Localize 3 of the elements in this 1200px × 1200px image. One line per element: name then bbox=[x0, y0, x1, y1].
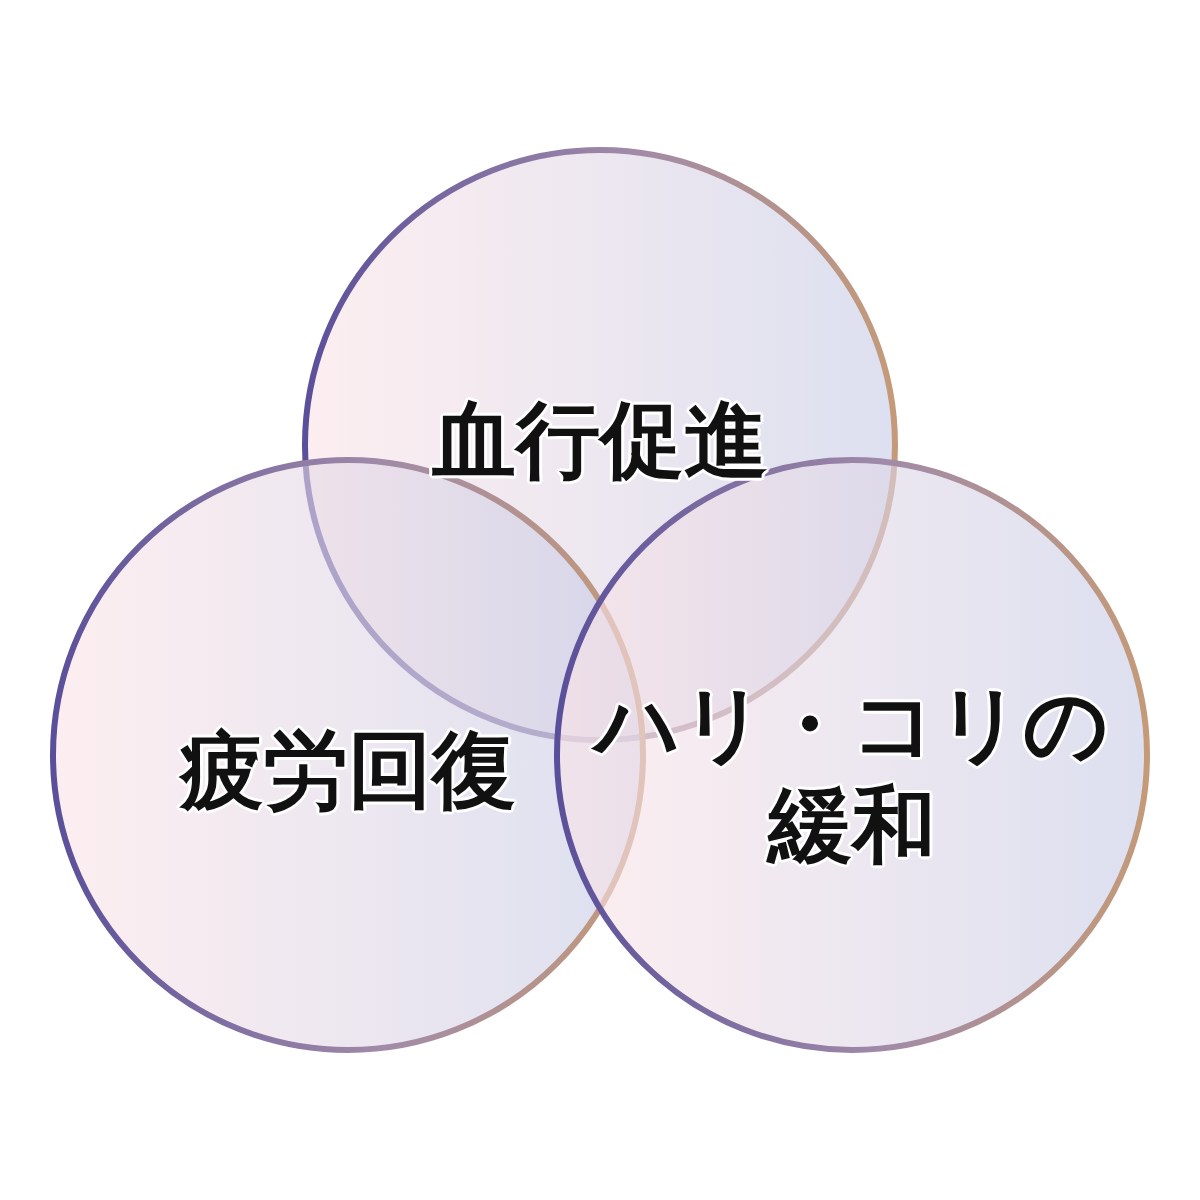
circle-label: 血行促進 bbox=[432, 389, 768, 491]
circle-label: ハリ・コリの緩和 bbox=[587, 674, 1117, 876]
circle-label: 疲労回復 bbox=[180, 719, 516, 821]
